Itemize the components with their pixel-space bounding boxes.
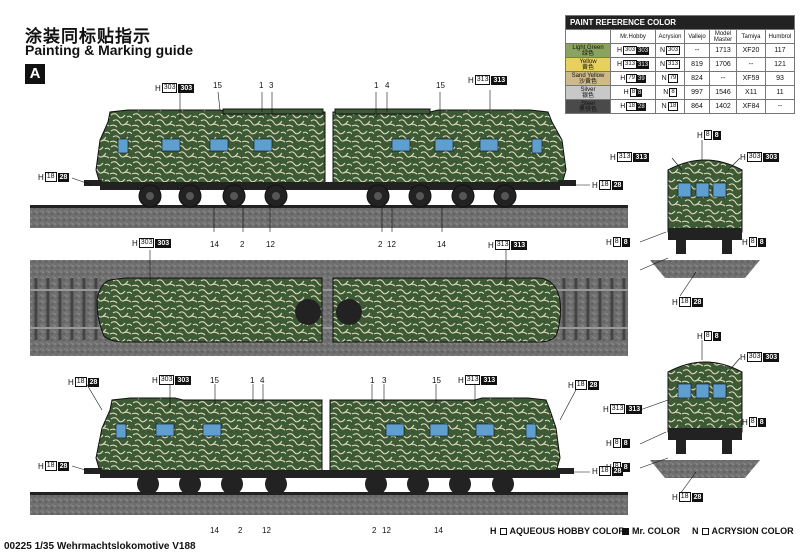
page-title: Painting & Marking guide — [25, 42, 194, 58]
part-number: 1 — [374, 81, 379, 90]
humbrol-code: -- — [765, 99, 795, 114]
table-title: PAINT REFERENCE COLOR — [565, 15, 795, 30]
part-number: 15 — [210, 376, 219, 385]
part-number: 14 — [437, 240, 446, 249]
part-number: 4 — [260, 376, 265, 385]
part-number: 2 — [238, 526, 243, 535]
ground-strip — [30, 207, 628, 228]
part-number: 12 — [266, 240, 275, 249]
part-number: 1 — [370, 376, 375, 385]
part-number: 14 — [210, 240, 219, 249]
part-number: 15 — [432, 376, 441, 385]
locomotive-front-bottom — [650, 361, 760, 478]
part-number: 12 — [382, 526, 391, 535]
part-number: 4 — [385, 81, 390, 90]
part-number: 3 — [269, 81, 274, 90]
part-number: 12 — [262, 526, 271, 535]
paint-reference-table: PAINT REFERENCE COLOR Mr.Hobby Acrysion … — [565, 15, 795, 114]
part-number: 15 — [213, 81, 222, 90]
part-number: 2 — [378, 240, 383, 249]
footer-caption: 00225 1/35 Wehrmachtslokomotive V188 — [4, 541, 196, 552]
title-chinese: 涂装同标贴指示 — [25, 27, 151, 47]
locomotive-front-top — [650, 159, 760, 278]
locomotive-side-top — [84, 108, 576, 208]
part-number: 14 — [434, 526, 443, 535]
part-number: 2 — [240, 240, 245, 249]
part-number: 1 — [250, 376, 255, 385]
section-badge: A — [25, 64, 45, 84]
part-number: 3 — [382, 376, 387, 385]
locomotive-side-bottom — [84, 397, 574, 495]
part-number: 2 — [372, 526, 377, 535]
part-number: 12 — [387, 240, 396, 249]
part-number: 15 — [436, 81, 445, 90]
legend-mr-color: Mr. COLOR — [622, 526, 680, 536]
vallejo-code: 864 — [684, 99, 710, 114]
locomotive-top-plan — [96, 277, 561, 343]
part-number: 1 — [259, 81, 264, 90]
part-number: 14 — [210, 526, 219, 535]
